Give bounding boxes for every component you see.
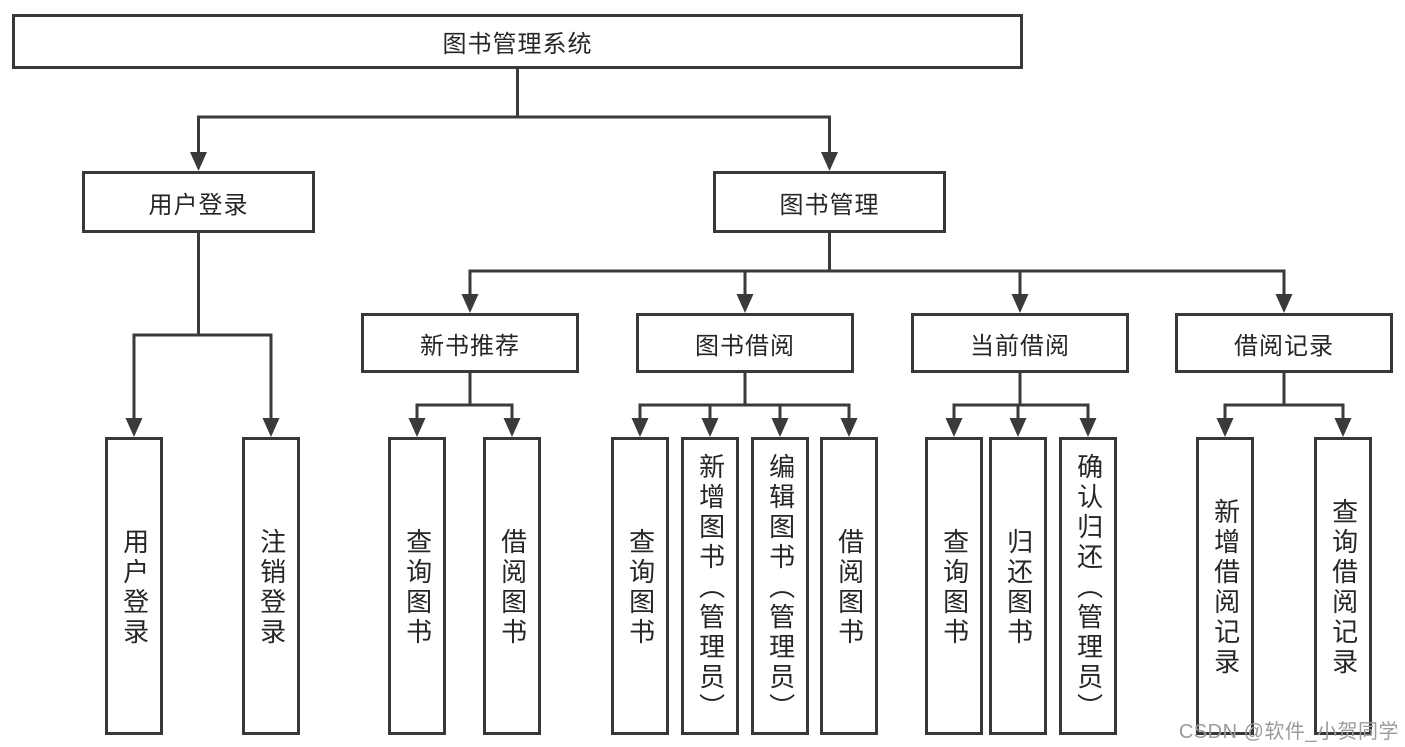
node-leaf-return-books-label: 归还图书 bbox=[1003, 528, 1034, 648]
node-book-borrow-label: 图书借阅 bbox=[695, 332, 795, 360]
node-new-book-recommend: 新书推荐 bbox=[361, 313, 579, 373]
node-user-login: 用户登录 bbox=[82, 171, 315, 233]
node-leaf-logout-label: 注销登录 bbox=[256, 528, 287, 648]
node-leaf-user-login-label: 用户登录 bbox=[119, 528, 150, 648]
node-leaf-borrow-books-2-label: 借阅图书 bbox=[834, 528, 865, 648]
node-leaf-add-borrow-record: 新增借阅记录 bbox=[1196, 437, 1254, 735]
node-current-borrow-label: 当前借阅 bbox=[970, 332, 1070, 360]
node-leaf-borrow-books-1: 借阅图书 bbox=[483, 437, 541, 735]
node-leaf-query-books-2: 查询图书 bbox=[611, 437, 669, 735]
node-leaf-borrow-books-1-label: 借阅图书 bbox=[497, 528, 528, 648]
node-leaf-query-books-1: 查询图书 bbox=[388, 437, 446, 735]
node-leaf-query-books-1-label: 查询图书 bbox=[402, 528, 433, 648]
node-leaf-edit-book-admin: 编辑图书（管理员） bbox=[751, 437, 809, 735]
node-leaf-query-books-2-label: 查询图书 bbox=[625, 528, 656, 648]
node-leaf-borrow-books-2: 借阅图书 bbox=[820, 437, 878, 735]
node-leaf-return-books: 归还图书 bbox=[989, 437, 1047, 735]
node-leaf-query-books-3-label: 查询图书 bbox=[939, 528, 970, 648]
node-leaf-query-borrow-record-label: 查询借阅记录 bbox=[1328, 498, 1359, 678]
node-book-borrow: 图书借阅 bbox=[636, 313, 854, 373]
node-leaf-user-login: 用户登录 bbox=[105, 437, 163, 735]
node-leaf-query-books-3: 查询图书 bbox=[925, 437, 983, 735]
node-leaf-logout: 注销登录 bbox=[242, 437, 300, 735]
node-leaf-query-borrow-record: 查询借阅记录 bbox=[1314, 437, 1372, 735]
node-leaf-add-book-admin: 新增图书（管理员） bbox=[681, 437, 739, 735]
node-leaf-edit-book-admin-label: 编辑图书（管理员） bbox=[765, 453, 796, 723]
node-leaf-add-borrow-record-label: 新增借阅记录 bbox=[1210, 498, 1241, 678]
node-current-borrow: 当前借阅 bbox=[911, 313, 1129, 373]
node-library-system-label: 图书管理系统 bbox=[442, 31, 593, 58]
watermark-text: CSDN @软件_小贺同学 bbox=[1178, 721, 1399, 743]
node-leaf-confirm-return-admin-label: 确认归还（管理员） bbox=[1073, 453, 1104, 723]
node-book-management: 图书管理 bbox=[713, 171, 946, 233]
node-library-system: 图书管理系统 bbox=[12, 14, 1023, 69]
arrowhead-icons bbox=[125, 152, 1352, 437]
node-book-management-label: 图书管理 bbox=[779, 191, 880, 219]
node-borrow-records-label: 借阅记录 bbox=[1234, 332, 1334, 360]
node-leaf-add-book-admin-label: 新增图书（管理员） bbox=[695, 453, 726, 723]
node-new-book-recommend-label: 新书推荐 bbox=[420, 332, 520, 360]
node-leaf-confirm-return-admin: 确认归还（管理员） bbox=[1059, 437, 1117, 735]
node-user-login-label: 用户登录 bbox=[148, 191, 249, 219]
node-borrow-records: 借阅记录 bbox=[1175, 313, 1393, 373]
